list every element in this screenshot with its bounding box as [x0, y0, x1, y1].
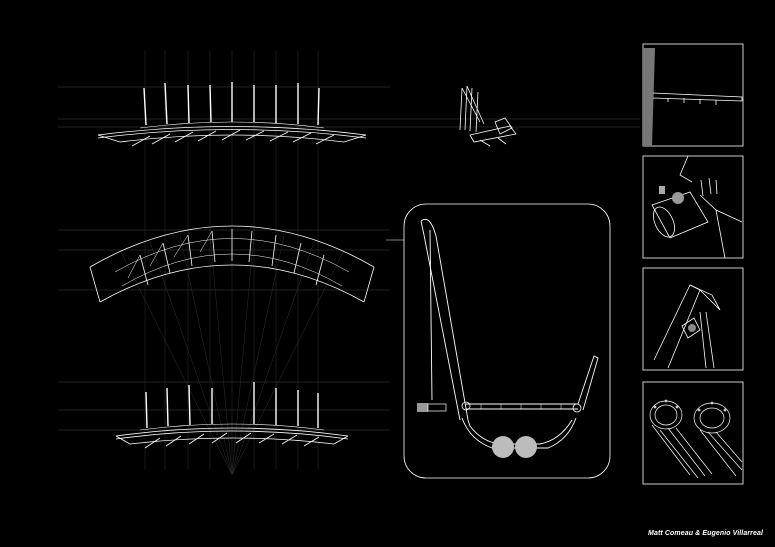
elevation-top-drawing — [97, 82, 367, 147]
side-view-drawing — [459, 85, 517, 147]
detail-panel-4 — [642, 381, 744, 485]
section-drawing — [386, 203, 611, 479]
detail-panel-3 — [642, 267, 744, 371]
plan-drawing — [89, 225, 375, 303]
detail-panel-2 — [642, 155, 744, 259]
detail-panel-1 — [642, 43, 744, 147]
elevation-bottom-drawing — [115, 382, 349, 449]
author-credit: Matt Comeau & Eugenio Villarreal — [648, 530, 763, 537]
